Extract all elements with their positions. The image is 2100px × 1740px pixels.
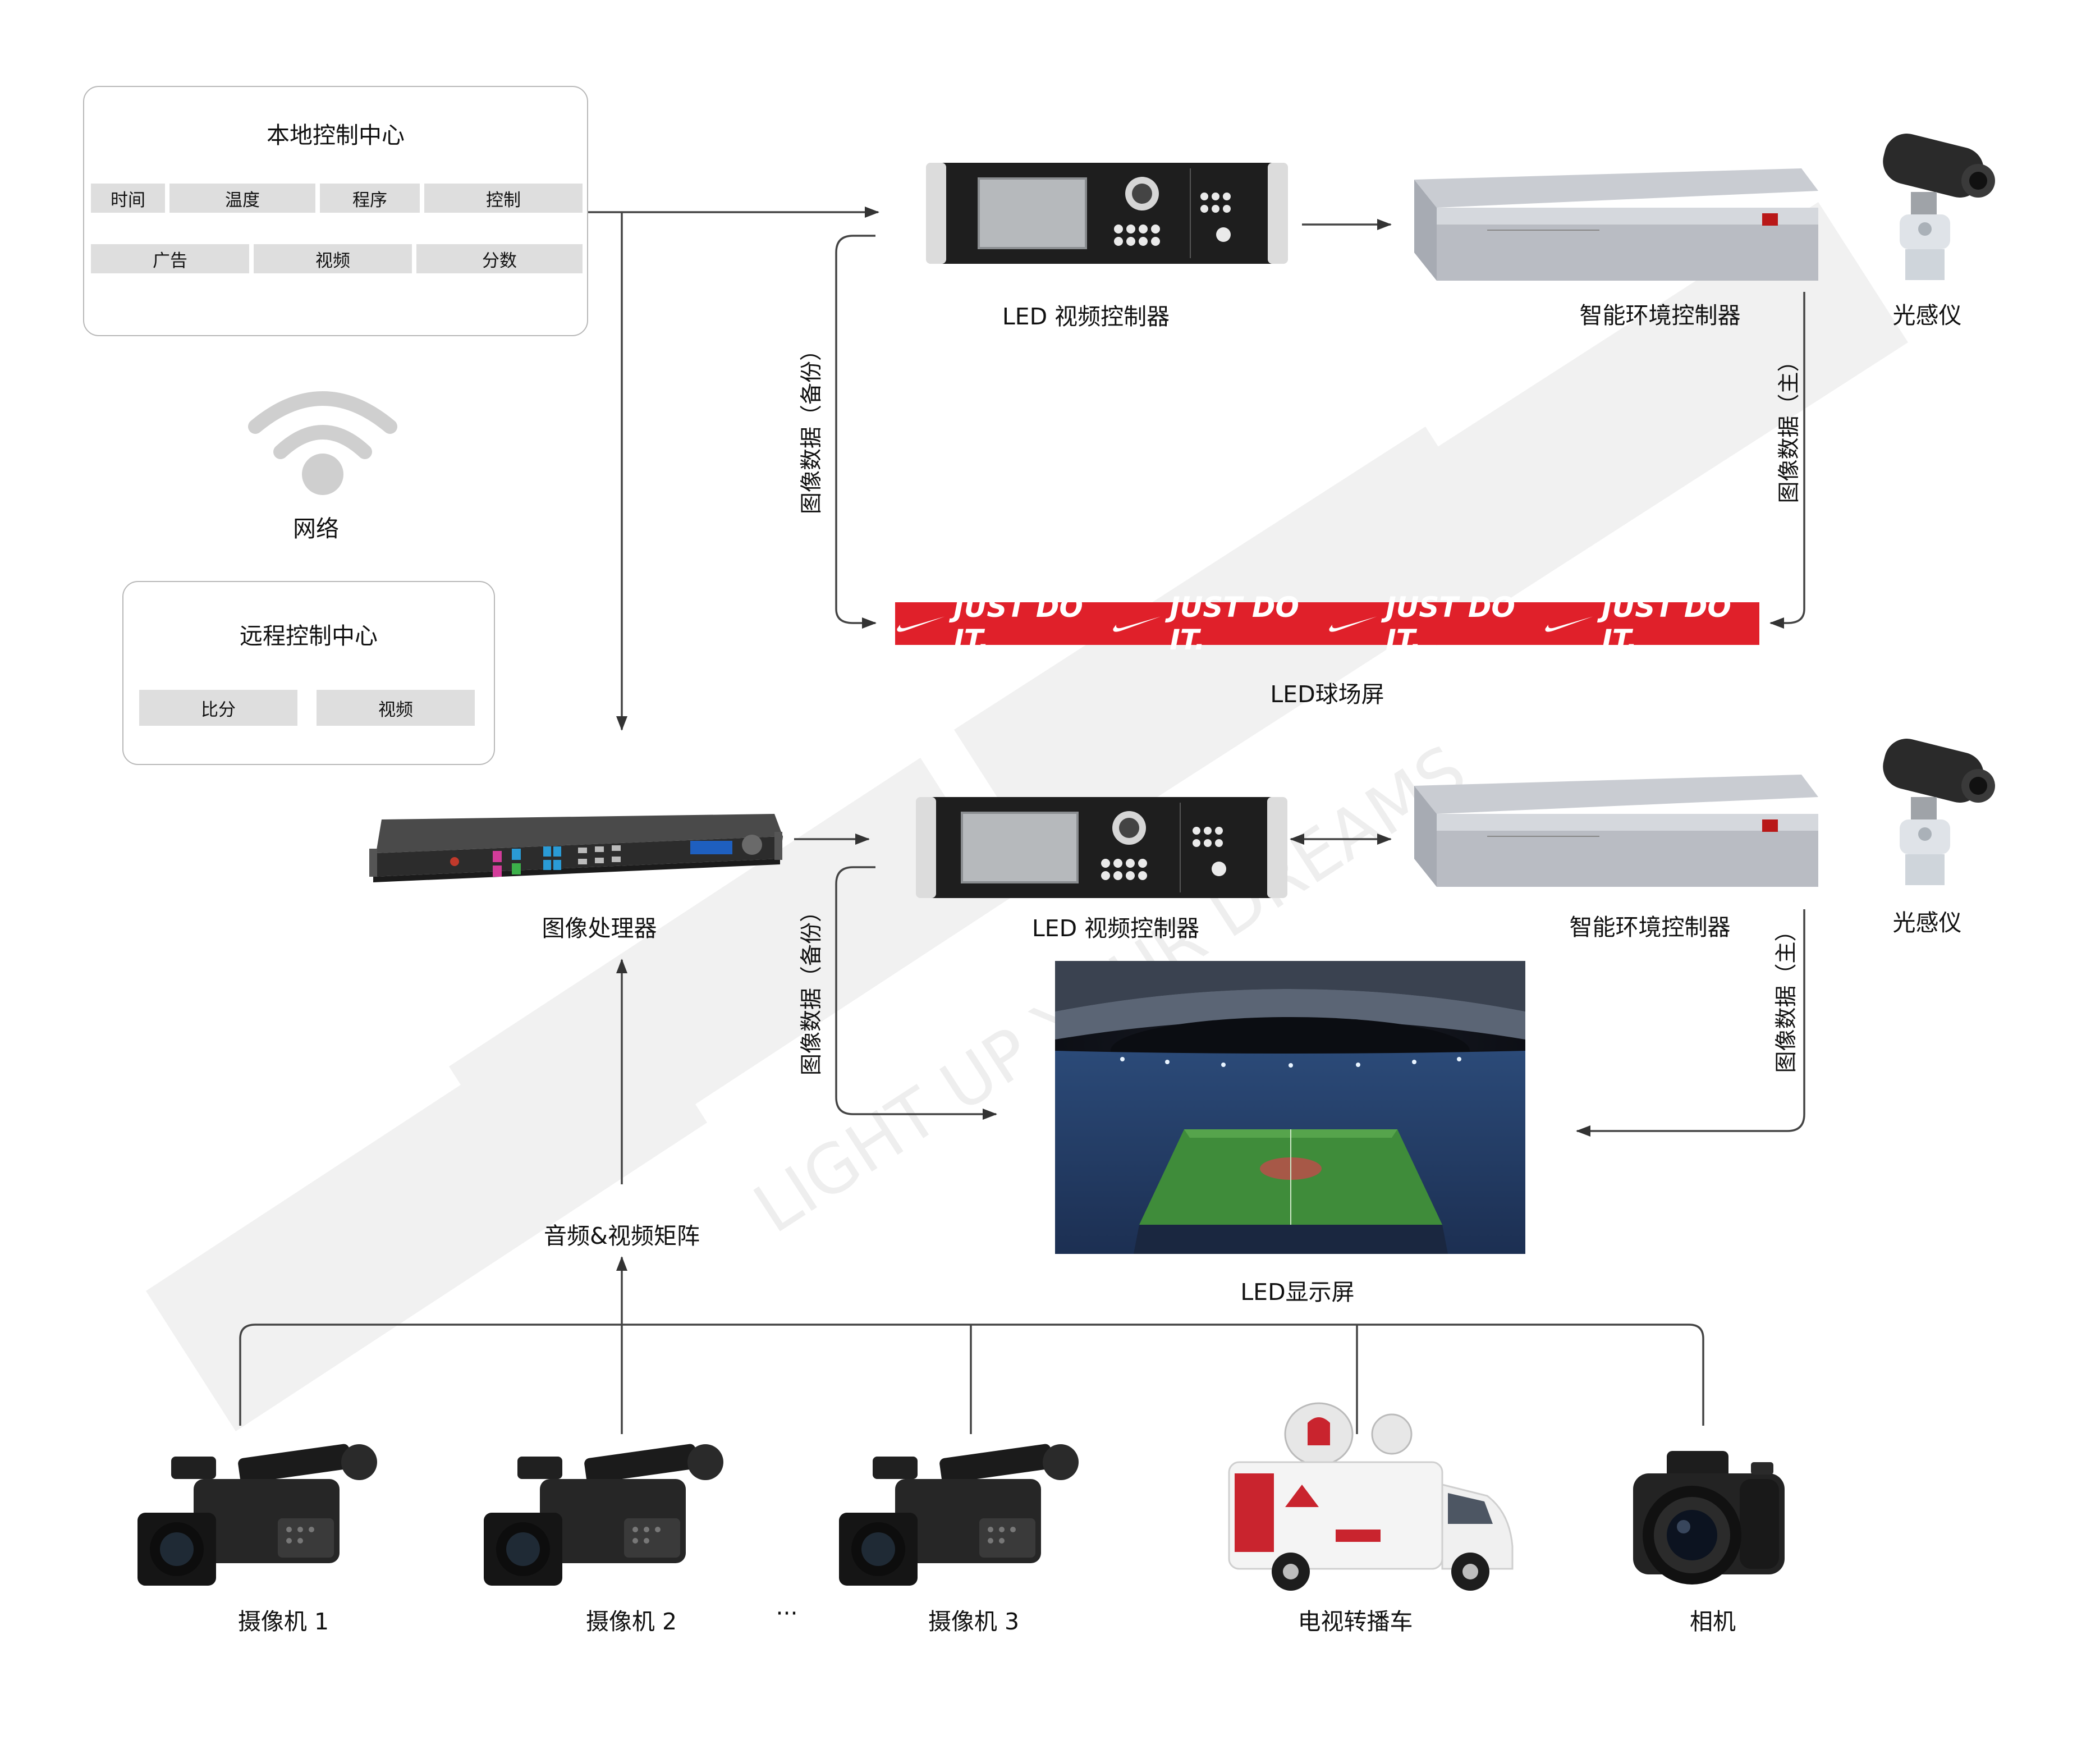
led-video-controller-top-label: LED 视频控制器 bbox=[1002, 303, 1170, 330]
smart-env-controller-middle bbox=[1414, 775, 1818, 887]
backup-data-middle-label: 图像数据（备份） bbox=[799, 900, 824, 1076]
led-display-screen bbox=[1055, 961, 1525, 1254]
smart-env-controller-top bbox=[1414, 168, 1818, 281]
smart-env-controller-top-label: 智能环境控制器 bbox=[1579, 302, 1741, 329]
swoosh-logo-icon bbox=[897, 616, 945, 632]
banner-segment: JUST DO IT. bbox=[1543, 591, 1759, 656]
light-sensor-middle bbox=[1883, 739, 1995, 885]
dslr-camera bbox=[1633, 1451, 1785, 1585]
video-camera-3 bbox=[839, 1444, 1079, 1586]
line-backup-top bbox=[835, 235, 877, 629]
chip-advertising[interactable]: 广告 bbox=[91, 244, 249, 273]
led-video-controller-middle-label: LED 视频控制器 bbox=[1031, 915, 1200, 942]
banner-slogan: JUST DO IT. bbox=[953, 591, 1083, 656]
swoosh-logo-icon bbox=[1329, 616, 1377, 632]
chip-score[interactable]: 分数 bbox=[416, 244, 583, 273]
video-camera-2 bbox=[484, 1444, 723, 1586]
main-data-top-label: 图像数据（主） bbox=[1777, 350, 1802, 503]
av-matrix-label: 音频&视频矩阵 bbox=[544, 1222, 700, 1249]
banner-segment: JUST DO IT. bbox=[895, 591, 1111, 656]
tv-broadcast-truck bbox=[1228, 1402, 1514, 1591]
chip-temperature[interactable]: 温度 bbox=[169, 184, 315, 213]
banner-slogan: JUST DO IT. bbox=[1602, 591, 1731, 656]
line-backup-middle bbox=[835, 866, 997, 1120]
local-center-title: 本地控制中心 bbox=[267, 122, 405, 149]
swoosh-logo-icon bbox=[1113, 616, 1161, 632]
chip-remote-score[interactable]: 比分 bbox=[139, 690, 297, 726]
chip-program[interactable]: 程序 bbox=[320, 184, 420, 213]
swoosh-logo-icon bbox=[1545, 616, 1593, 632]
led-video-controller-top bbox=[926, 163, 1288, 264]
led-display-screen-label: LED显示屏 bbox=[1240, 1279, 1355, 1306]
camera-3-label: 摄像机 3 bbox=[928, 1608, 1020, 1635]
light-sensor-top-label: 光感仪 bbox=[1892, 302, 1962, 329]
chip-remote-video[interactable]: 视频 bbox=[317, 690, 475, 726]
wifi-icon bbox=[248, 391, 397, 495]
network-label: 网络 bbox=[293, 515, 339, 542]
remote-center-title: 远程控制中心 bbox=[240, 622, 378, 649]
smart-env-controller-middle-label: 智能环境控制器 bbox=[1569, 914, 1731, 941]
local-control-center-panel: 本地控制中心 时间 温度 程序 控制 广告 视频 分数 bbox=[83, 86, 588, 336]
ellipsis-label: ··· bbox=[776, 1600, 798, 1627]
line-main-top bbox=[1769, 292, 1805, 629]
tv-truck-label: 电视转播车 bbox=[1297, 1608, 1413, 1635]
light-sensor-middle-label: 光感仪 bbox=[1892, 909, 1962, 936]
main-data-middle-label: 图像数据（主） bbox=[1774, 919, 1799, 1073]
image-processor bbox=[369, 814, 783, 882]
led-stadium-banner-label: LED球场屏 bbox=[1270, 681, 1384, 708]
light-sensor-top bbox=[1883, 134, 1995, 280]
line-sources-bus bbox=[239, 1324, 1704, 1426]
camera-2-label: 摄像机 2 bbox=[585, 1608, 677, 1635]
led-stadium-banner: JUST DO IT. JUST DO IT. JUST DO IT. JUST… bbox=[895, 591, 1759, 656]
line-main-middle bbox=[1576, 909, 1805, 1137]
remote-control-center-panel: 远程控制中心 比分 视频 bbox=[122, 581, 495, 765]
chip-time[interactable]: 时间 bbox=[91, 184, 165, 213]
chip-video[interactable]: 视频 bbox=[254, 244, 412, 273]
chip-control[interactable]: 控制 bbox=[424, 184, 583, 213]
backup-data-top-label: 图像数据（备份） bbox=[799, 338, 824, 515]
video-camera-1 bbox=[137, 1444, 377, 1586]
led-video-controller-middle bbox=[916, 797, 1287, 898]
banner-segment: JUST DO IT. bbox=[1111, 591, 1327, 656]
camera-1-label: 摄像机 1 bbox=[237, 1608, 329, 1635]
image-processor-label: 图像处理器 bbox=[542, 915, 657, 942]
banner-segment: JUST DO IT. bbox=[1327, 591, 1543, 656]
dslr-camera-label: 相机 bbox=[1690, 1608, 1736, 1635]
banner-slogan: JUST DO IT. bbox=[1170, 591, 1299, 656]
banner-slogan: JUST DO IT. bbox=[1386, 591, 1515, 656]
